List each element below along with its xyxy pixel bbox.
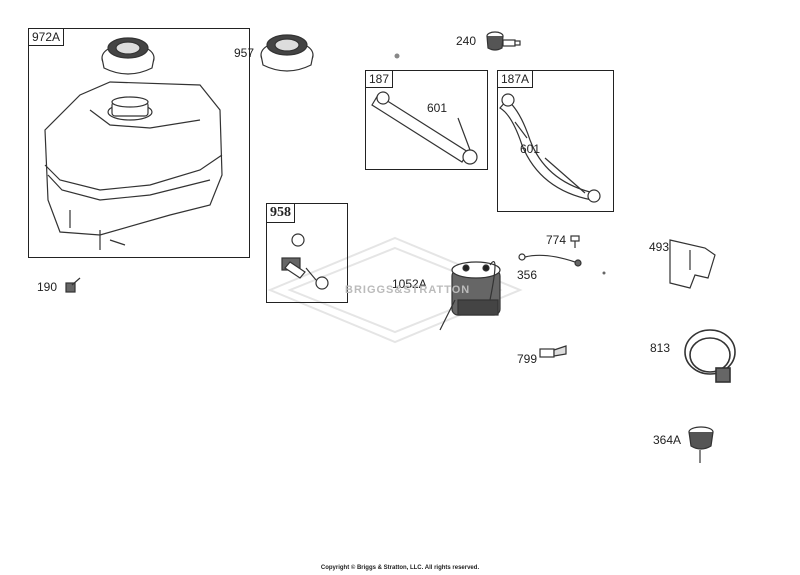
part-label-799[interactable]: 799 <box>517 352 538 366</box>
part-label-493[interactable]: 493 <box>649 240 670 254</box>
hose-187-drawing <box>371 91 478 165</box>
stud-799-drawing <box>539 345 567 358</box>
clamp-813-drawing <box>684 329 736 383</box>
part-label-187[interactable]: 187 <box>365 70 394 88</box>
part-972A-box <box>28 28 250 258</box>
part-label-187A[interactable]: 187A <box>497 70 534 88</box>
part-label-190[interactable]: 190 <box>37 280 58 294</box>
part-label-972A[interactable]: 972A <box>28 28 65 46</box>
part-label-356[interactable]: 356 <box>517 268 538 282</box>
part-label-240[interactable]: 240 <box>456 34 477 48</box>
part-label-957[interactable]: 957 <box>234 46 255 60</box>
part-label-774[interactable]: 774 <box>546 233 567 247</box>
small-part-dot-2 <box>602 271 606 275</box>
fitting-kit-958-drawing <box>281 233 329 290</box>
fuel-tank-drawing <box>44 81 223 250</box>
part-958-box <box>266 203 348 303</box>
part-label-364A[interactable]: 364A <box>653 433 682 447</box>
bolt-190-drawing <box>65 277 81 293</box>
screw-774-drawing <box>570 235 580 248</box>
part-label-1052A[interactable]: 1052A <box>392 277 427 291</box>
small-part-dot <box>394 53 400 59</box>
part-label-958[interactable]: 958 <box>266 203 295 223</box>
fuel-cap-972A-drawing <box>101 37 155 75</box>
part-187-box <box>365 70 488 170</box>
watermark-text: BRIGGS&STRATTON <box>345 284 471 296</box>
part-label-601-a[interactable]: 601 <box>427 101 448 115</box>
wire-356-drawing <box>518 253 582 267</box>
part-187A-box <box>497 70 614 212</box>
vent-240-drawing <box>486 31 521 51</box>
part-label-601-b[interactable]: 601 <box>520 142 541 156</box>
bracket-493-drawing <box>669 239 716 289</box>
part-label-813[interactable]: 813 <box>650 341 671 355</box>
solenoid-1052A-drawing <box>439 260 501 331</box>
fuel-cap-957-drawing <box>260 34 314 72</box>
valve-364A-drawing <box>688 426 714 463</box>
hose-187A-drawing <box>499 93 601 203</box>
copyright-notice: Copyright © Briggs & Stratton, LLC. All … <box>320 565 480 571</box>
